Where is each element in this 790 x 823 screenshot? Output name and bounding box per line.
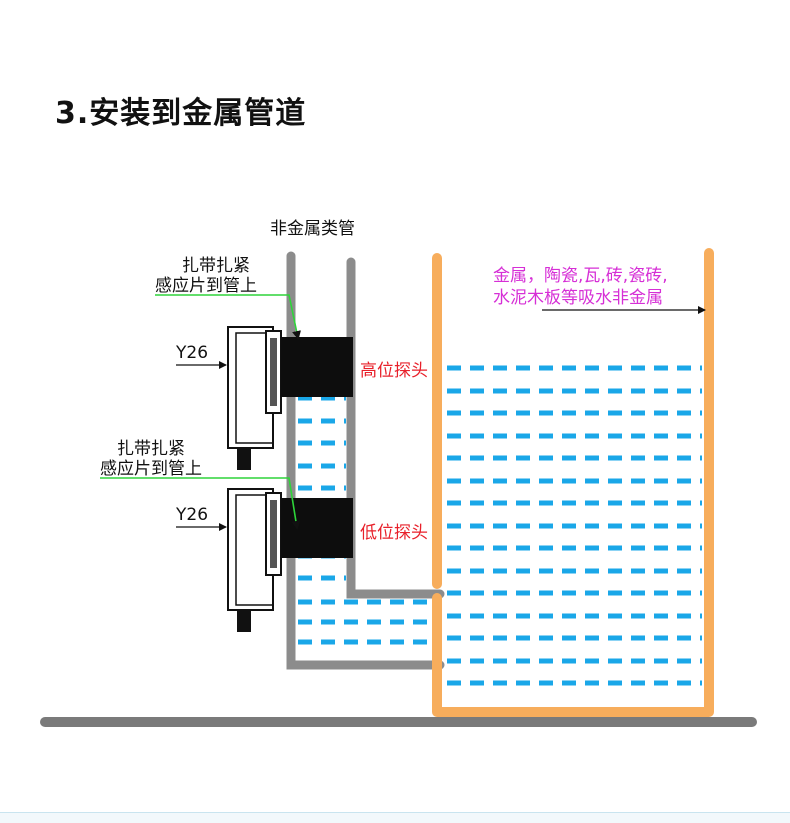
label-tie-top-line1: 扎带扎紧 (182, 256, 250, 276)
label-high-probe: 高位探头 (360, 361, 428, 381)
sensor-y26-bottom (227, 488, 353, 632)
label-model-top: Y26 (175, 343, 208, 363)
tie-leader-bottom (100, 477, 301, 530)
diagram-background (33, 198, 757, 742)
footer-strip (0, 812, 790, 823)
tie-leader-top (155, 294, 301, 340)
label-tie-bottom-line2: 感应片到管上 (100, 459, 202, 479)
label-materials-line2: 水泥木板等吸水非金属 (493, 288, 663, 308)
water-in-tank (447, 365, 702, 686)
metal-tank-wall (432, 248, 714, 717)
label-model-bottom: Y26 (175, 505, 208, 525)
label-low-probe: 低位探头 (360, 523, 428, 543)
sensor-y26-top (227, 326, 353, 470)
page-title: 3.安装到金属管道 (55, 96, 307, 131)
label-nonmetal-pipe: 非金属类管 (270, 219, 355, 239)
label-tie-bottom-line1: 扎带扎紧 (117, 439, 185, 459)
label-tie-top-line2: 感应片到管上 (155, 276, 257, 296)
label-materials-line1: 金属，陶瓷,瓦,砖,瓷砖, (493, 266, 668, 286)
